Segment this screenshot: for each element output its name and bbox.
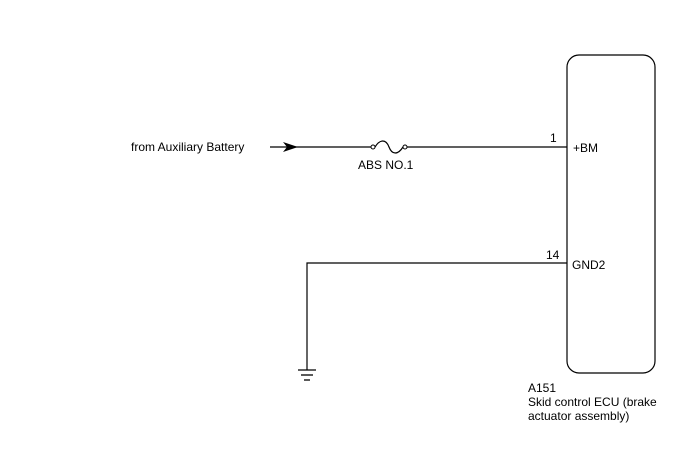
ground-wire bbox=[306, 262, 567, 370]
ground-icon bbox=[298, 369, 316, 381]
pin-number-1: 1 bbox=[550, 131, 557, 145]
ecu-name-line2: actuator assembly) bbox=[528, 409, 630, 423]
fuse-label: ABS NO.1 bbox=[358, 158, 414, 172]
ecu-description: A151 Skid control ECU (brake actuator as… bbox=[528, 381, 657, 423]
arrow-icon bbox=[283, 142, 298, 152]
ecu-box bbox=[566, 54, 656, 374]
source-label: from Auxiliary Battery bbox=[131, 140, 245, 154]
ecu-name-line1: Skid control ECU (brake bbox=[528, 395, 657, 409]
terminal-name-gnd2: GND2 bbox=[572, 258, 606, 272]
terminal-name-bm: +BM bbox=[573, 141, 599, 155]
connector-code: A151 bbox=[528, 381, 557, 395]
pin-number-14: 14 bbox=[546, 248, 560, 262]
fuse-icon bbox=[370, 140, 408, 154]
